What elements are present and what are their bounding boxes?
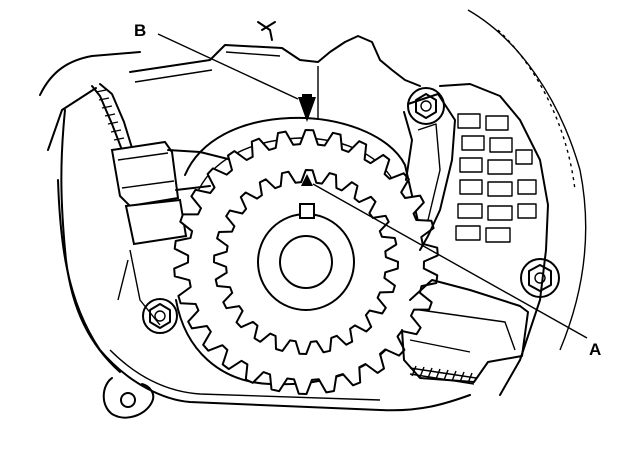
lower-right-bracket: [401, 279, 529, 383]
harness-wrap: [95, 89, 125, 141]
crank-pulley-gear-teeth: [213, 169, 399, 355]
left-mount-plate: [117, 249, 161, 326]
engine-block-dashed: [497, 29, 576, 191]
left-bolt-center: [154, 310, 166, 322]
leader-line-a: [312, 183, 588, 339]
tensioner-bolt-outer: [407, 87, 445, 125]
callout-label-a: A: [589, 340, 601, 359]
right-bolt-center: [534, 272, 546, 284]
wire-harness: [91, 83, 133, 151]
pulley-hub-bore: [279, 235, 333, 289]
lower-right-bracket-edge: [409, 309, 516, 353]
callout-label-b: B: [134, 21, 146, 40]
pointer-mark-b-stem: [302, 94, 312, 100]
tensioner-arm: [403, 93, 456, 251]
hose-clamp-hatching: [409, 365, 477, 385]
mounting-lug: [102, 377, 155, 419]
tensioner-bolt-center: [420, 100, 432, 112]
engine-case-left-edge: [60, 109, 121, 373]
small-top-bracket: [257, 21, 276, 41]
sensor-body: [124, 198, 188, 246]
upper-cover-edge: [134, 51, 319, 120]
engine-case-inner-lip: [109, 349, 381, 401]
sensor-connector: [110, 140, 180, 208]
tensioner-bolt-hex: [415, 93, 437, 119]
lug-hole: [120, 392, 136, 408]
engine-block-far-edge: [467, 9, 587, 351]
right-bolt-outer: [520, 258, 560, 298]
left-bolt-hex: [149, 303, 171, 329]
tensioner-arm-edge: [417, 123, 441, 221]
pointer-mark-b: [298, 97, 316, 122]
pulley-keyway: [299, 203, 315, 219]
left-bolt-outer: [142, 298, 178, 334]
engine-block-ribs: [455, 113, 537, 243]
engine-block-outline: [439, 83, 549, 396]
leader-line-b: [157, 33, 299, 100]
upper-cover: [129, 35, 421, 87]
sensor-connector-detail: [117, 152, 175, 189]
crank-pulley-gear: [213, 169, 399, 355]
right-bolt-hex: [528, 264, 552, 292]
gear-mark-a: [301, 174, 313, 186]
